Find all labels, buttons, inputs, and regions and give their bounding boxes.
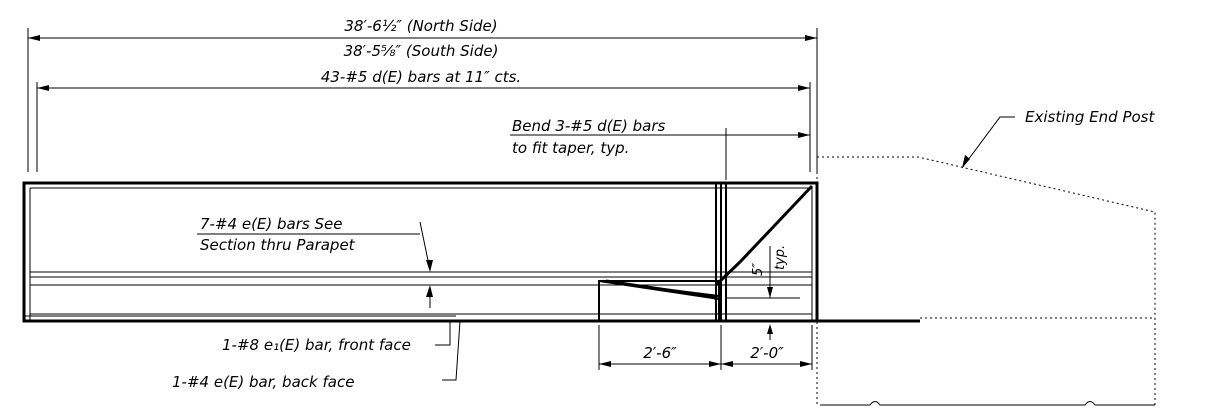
long-bars-note-line2: Section thru Parapet — [200, 236, 356, 254]
arrowhead — [800, 361, 812, 367]
arrowhead — [962, 155, 970, 168]
longitudinal-bars-note: 7-#4 e(E) bars See Section thru Parapet — [197, 215, 433, 308]
arrowhead — [767, 324, 773, 334]
bend-note: Bend 3-#5 d(E) bars to fit taper, typ. — [510, 117, 810, 180]
end-post-outline — [817, 156, 1156, 318]
offset-value: 5″ — [751, 263, 766, 276]
arrowhead — [721, 361, 733, 367]
offset-note: typ. — [773, 245, 788, 270]
bar-spacing-label: 43-#5 d(E) bars at 11″ cts. — [321, 68, 521, 86]
bottom-bar-notes: 1-#8 e₁(E) bar, front face 1-#4 e(E) bar… — [172, 320, 461, 391]
overall-dimension-lines: 38′-6½″ (North Side) 38′-5⅝″ (South Side… — [27, 17, 818, 172]
end-post-label: Existing End Post — [1025, 108, 1155, 126]
long-bars-note-line1: 7-#4 e(E) bars See — [200, 215, 342, 233]
taper-wedge — [605, 279, 718, 300]
bend-note-line2: to fit taper, typ. — [512, 139, 629, 157]
arrowhead — [709, 361, 721, 367]
parapet-body — [22, 181, 920, 323]
existing-end-post: Existing End Post — [816, 108, 1156, 406]
bottom-dimensions: 2′-6″ 2′-0″ — [598, 325, 813, 370]
break-line — [820, 401, 1155, 406]
south-side-length: 38′-5⅝″ (South Side) — [344, 42, 499, 60]
end-length-label: 2′-0″ — [750, 344, 784, 362]
taper-block — [598, 280, 720, 322]
north-side-length: 38′-6½″ (North Side) — [344, 17, 497, 35]
parapet-outline — [22, 181, 819, 323]
taper-length-label: 2′-6″ — [643, 344, 677, 362]
arrowhead-right — [798, 85, 810, 91]
arrowhead-left — [37, 85, 49, 91]
arrowhead-right — [805, 35, 817, 41]
back-face-bar-label: 1-#4 e(E) bar, back face — [172, 373, 354, 391]
arrowhead-left — [28, 35, 40, 41]
bend-note-line1: Bend 3-#5 d(E) bars — [512, 117, 666, 135]
arrowhead-right — [798, 132, 810, 138]
arrowhead — [426, 260, 433, 272]
bent-bar-diagonal-lower — [714, 260, 742, 287]
arrowhead — [426, 285, 433, 297]
bent-bar-diagonal — [738, 184, 814, 264]
end-post-leader — [961, 116, 1015, 169]
arrowhead — [767, 287, 773, 298]
back-face-leader — [442, 320, 461, 381]
front-face-leader — [435, 321, 451, 346]
arrowhead — [599, 361, 611, 367]
front-face-bar-label: 1-#8 e₁(E) bar, front face — [222, 336, 411, 354]
vertical-offset-dimension: 5″ typ. — [726, 245, 800, 340]
